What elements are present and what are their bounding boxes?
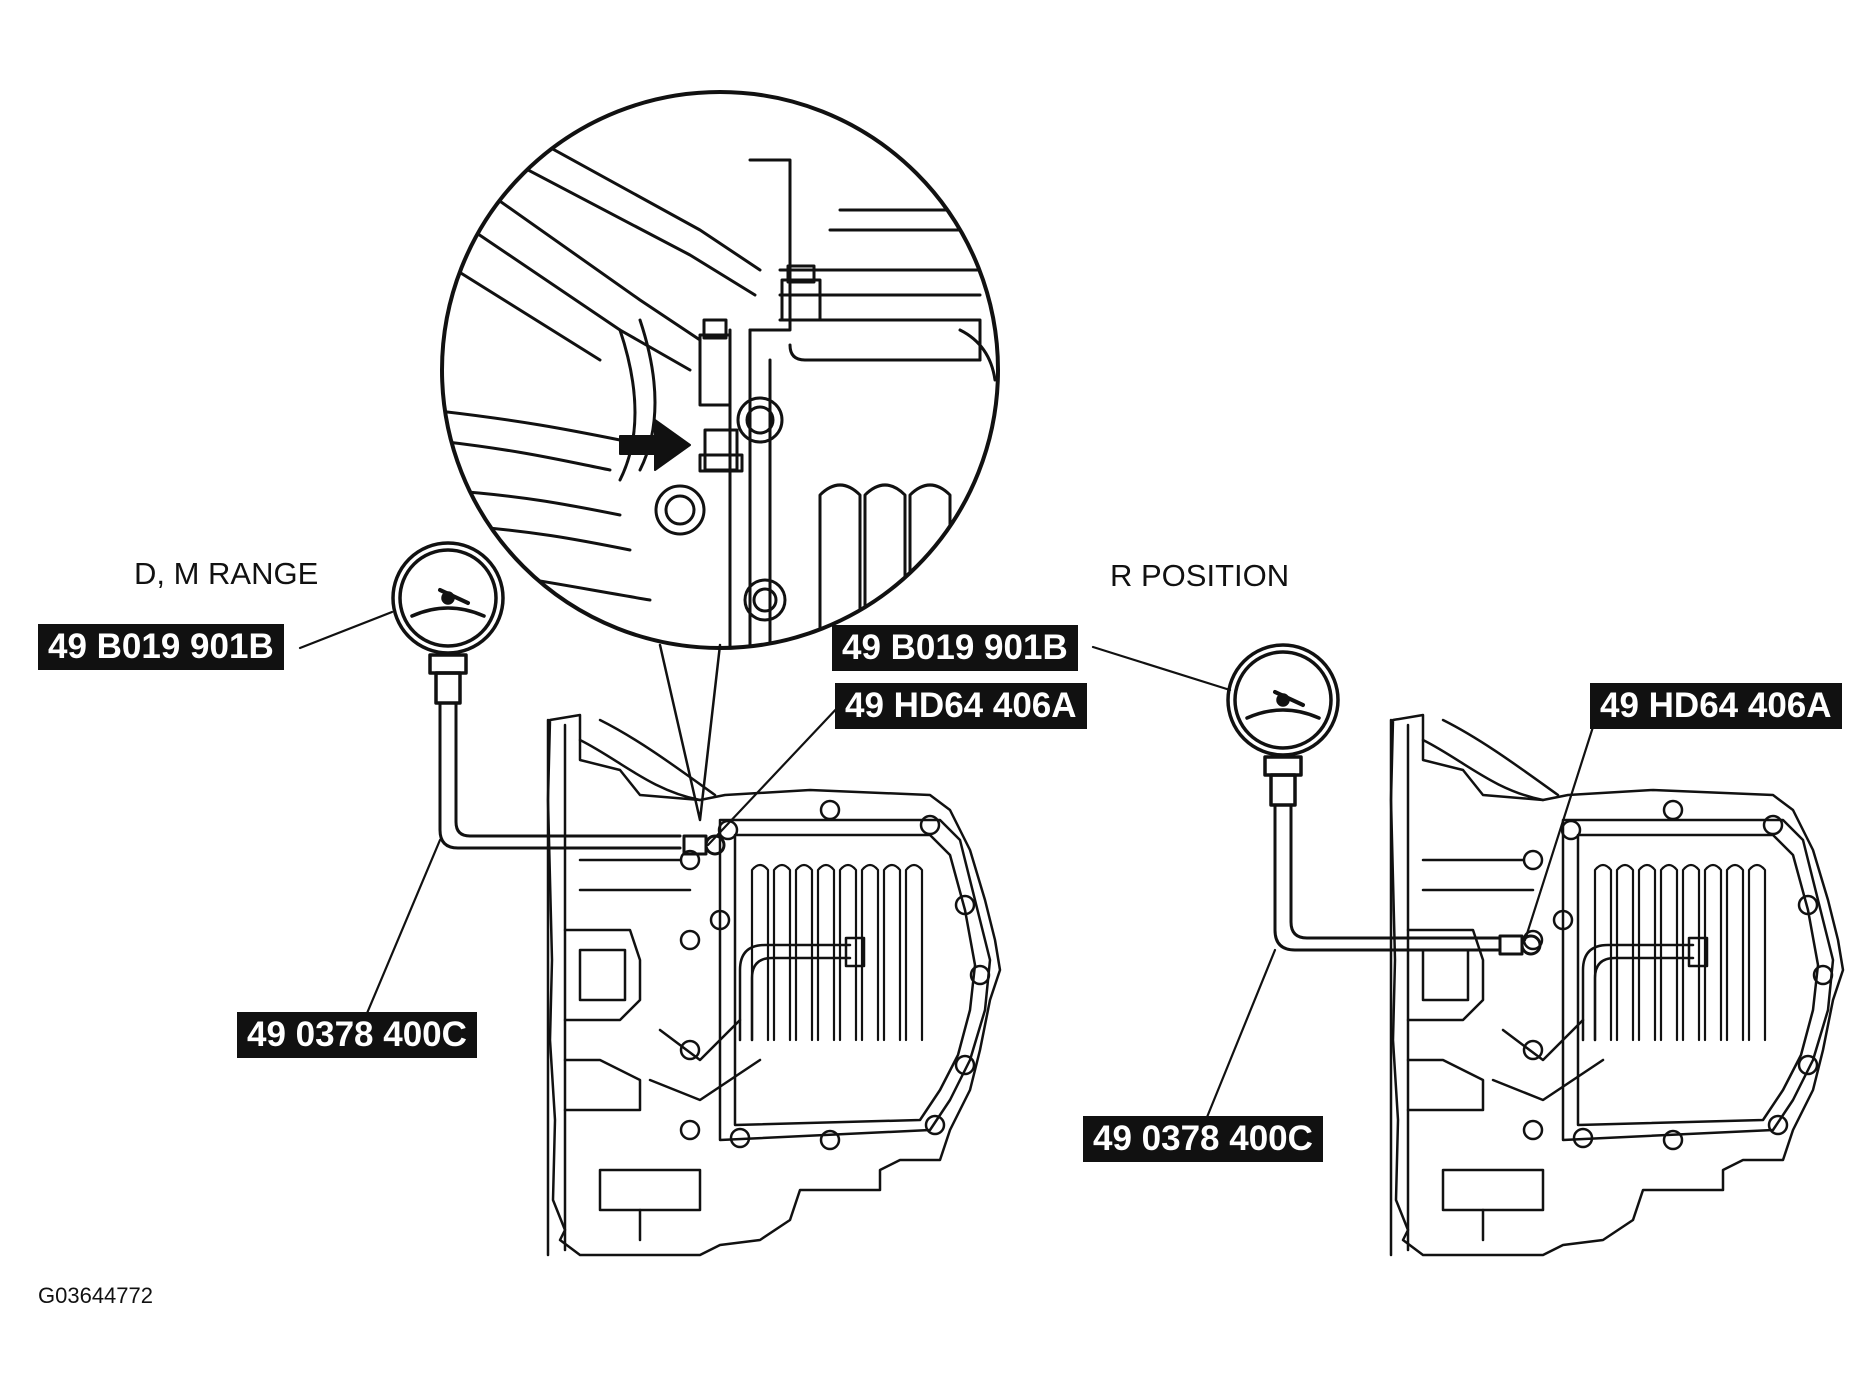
left-gauge-tool-label: 49 B019 901B bbox=[38, 624, 284, 670]
range-label-d-m: D, M RANGE bbox=[134, 556, 319, 591]
right-pan-fins bbox=[1593, 863, 1767, 1042]
left-pressure-gauge bbox=[391, 541, 505, 705]
left-hose bbox=[438, 701, 682, 850]
right-pressure-gauge bbox=[1226, 643, 1340, 807]
right-adapter-tool-label: 49 HD64 406A bbox=[1590, 683, 1842, 729]
right-gauge-tool-label: 49 B019 901B bbox=[832, 625, 1078, 671]
right-hose-tool-label: 49 0378 400C bbox=[1083, 1116, 1323, 1162]
left-transmission bbox=[546, 713, 1002, 1257]
right-transmission bbox=[1389, 713, 1845, 1257]
left-pan-fins bbox=[750, 863, 924, 1042]
figure-code: G03644772 bbox=[38, 1283, 153, 1308]
left-pan-bolts bbox=[679, 799, 991, 1151]
right-pan-bolts bbox=[1522, 799, 1834, 1151]
detail-magnifier bbox=[440, 90, 1000, 822]
right-hose bbox=[1273, 803, 1502, 952]
left-hose-tool-label: 49 0378 400C bbox=[237, 1012, 477, 1058]
range-label-r-position: R POSITION bbox=[1110, 558, 1290, 593]
left-adapter-tool-label: 49 HD64 406A bbox=[835, 683, 1087, 729]
leader-lines bbox=[298, 610, 1602, 1129]
